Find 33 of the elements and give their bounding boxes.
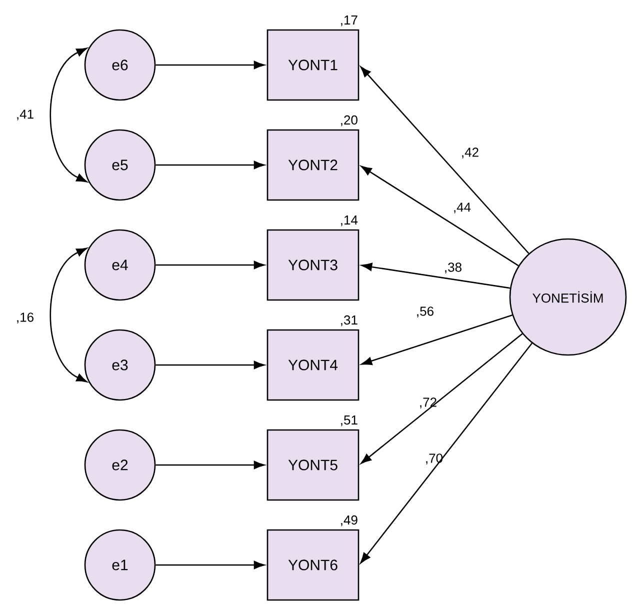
observed-variable-box: YONT2 [266,129,360,201]
edge-label: ,38 [445,262,462,274]
observed-variable-box: YONT3 [266,229,360,301]
arrow [360,66,530,254]
arrow [156,60,265,70]
arrow [156,360,265,370]
arrow [156,160,265,170]
arrow [360,342,532,564]
arrow [156,560,265,570]
observed-variable-box: YONT1 [266,29,360,101]
observed-variable-box: YONT6 [266,529,360,601]
edge-label: ,41 [17,110,34,120]
value-label: ,51 [341,416,358,426]
value-label: ,20 [341,115,358,126]
value-label: ,14 [341,216,358,226]
arrow [361,262,510,289]
value-label: ,31 [341,315,358,326]
arrow [156,460,265,470]
edge-label: ,72 [420,398,436,408]
arrow [156,260,265,270]
observed-variable-box: YONT4 [266,329,360,401]
arrow [361,314,512,366]
edge-label: ,16 [17,312,34,324]
covariance-arrow [50,48,88,182]
value-label: ,17 [341,16,358,26]
covariance-arrow [50,248,88,382]
edge-label: ,56 [417,306,434,318]
arrow [360,333,523,464]
arrow [360,166,519,266]
edge-label: ,42 [462,148,478,158]
value-label: ,49 [341,515,358,526]
observed-variable-box: YONT5 [266,429,360,501]
edge-label: ,44 [454,202,471,214]
